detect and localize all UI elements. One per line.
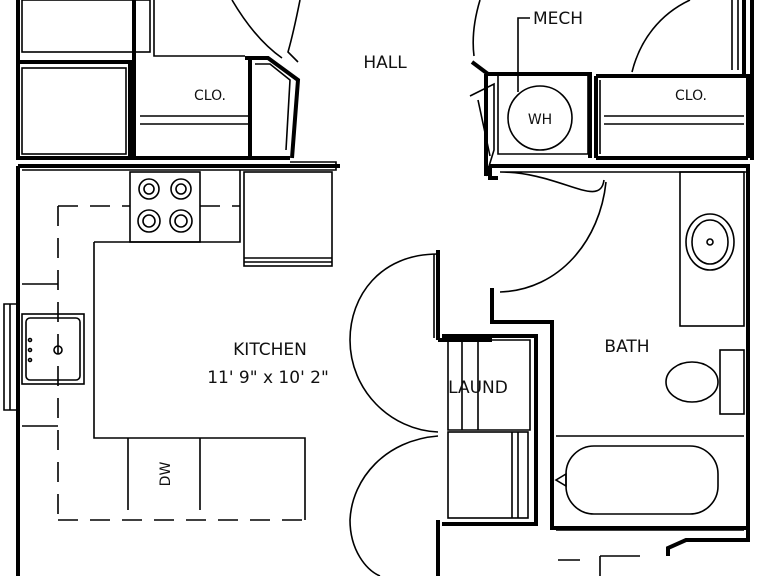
toilet [665, 349, 745, 415]
kitchen-dimensions: 11' 9" x 10' 2" [207, 368, 329, 388]
upper-right-area: WH MECH [469, 0, 754, 177]
kitchen-area: DW [3, 161, 340, 576]
upper-left-closets [16, 0, 301, 160]
bath-area [488, 0, 768, 576]
stove [129, 171, 201, 243]
bath-label: BATH [604, 337, 649, 357]
bath-sink [679, 171, 745, 327]
mech-label: MECH [533, 9, 583, 29]
kitchen-sink [21, 313, 85, 385]
refrigerator [243, 171, 333, 267]
dw-label: DW [158, 462, 174, 487]
laund-label: LAUND [448, 378, 508, 398]
laundry-area [349, 250, 538, 576]
closet-right-label: CLO. [675, 88, 707, 104]
wh-label: WH [528, 112, 552, 128]
water-heater: WH [507, 85, 573, 151]
bathtub [554, 435, 744, 531]
hall-label: HALL [363, 53, 407, 73]
dishwasher: DW [127, 438, 201, 510]
laundry-machines [442, 334, 538, 526]
closet-left-label: CLO. [194, 88, 226, 104]
kitchen-label: KITCHEN [233, 340, 307, 360]
